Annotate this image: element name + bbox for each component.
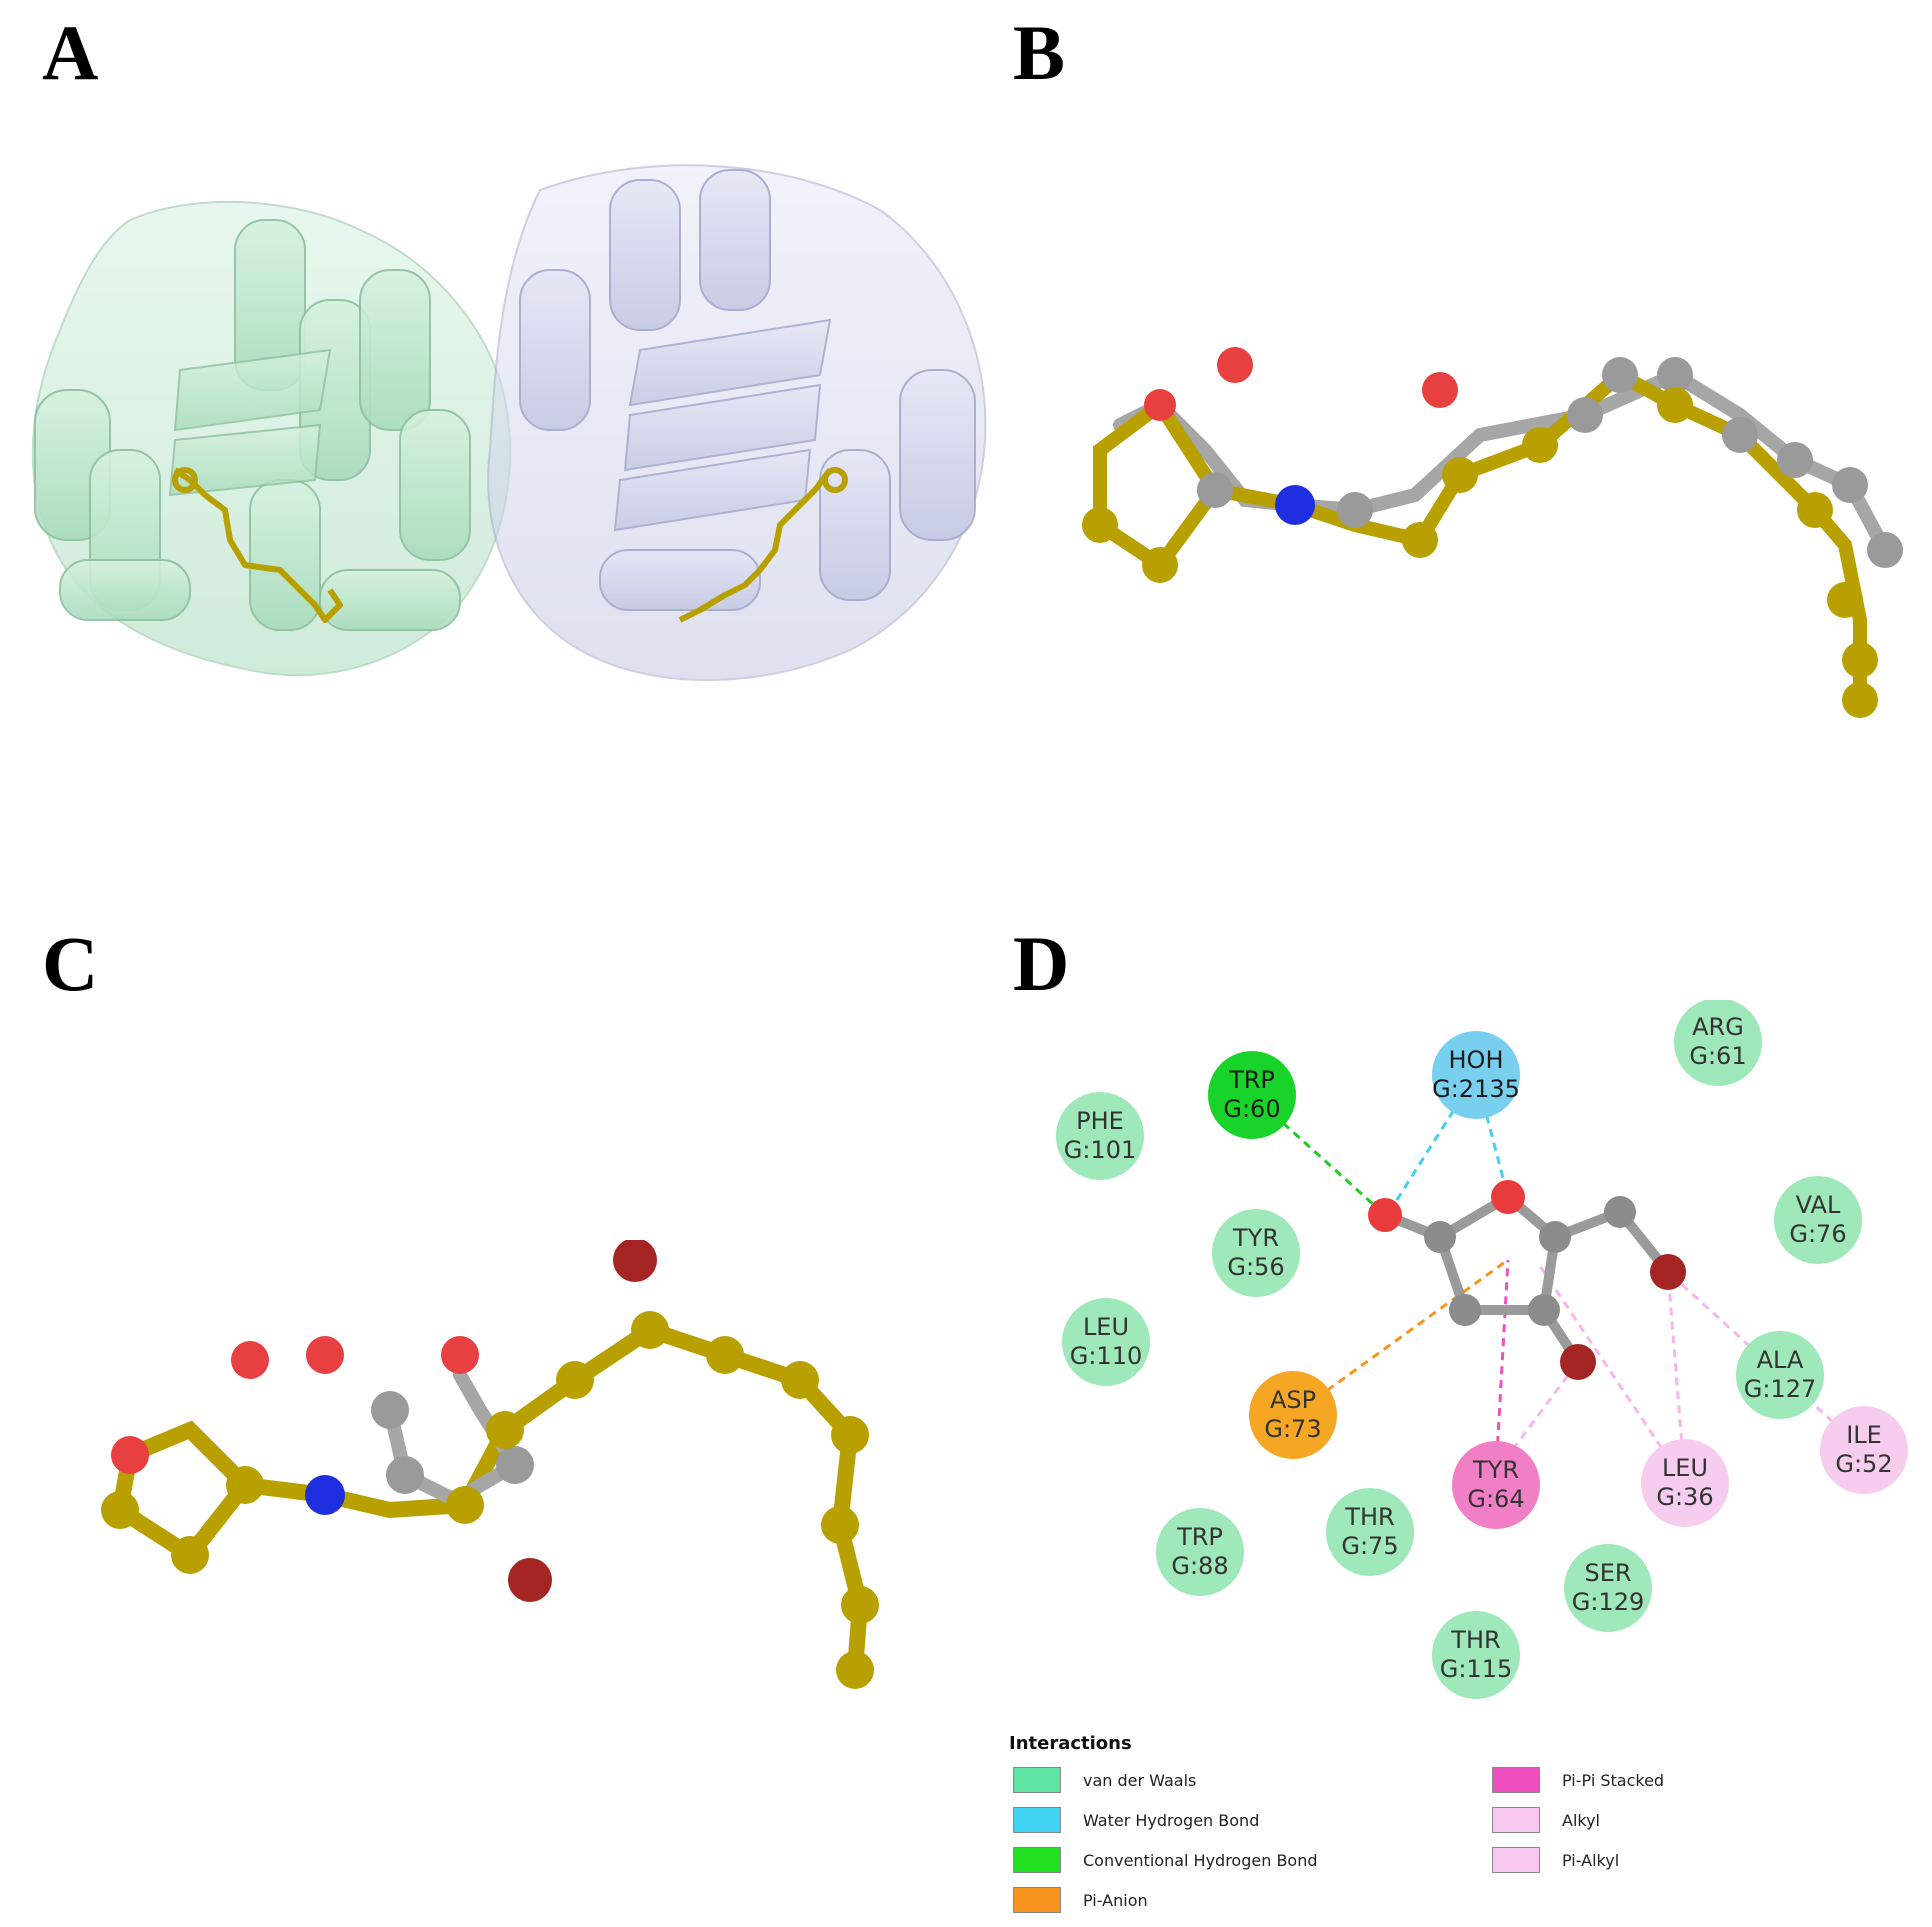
residue-id: G:110 bbox=[1070, 1342, 1143, 1370]
interaction-2d-diagram: TRP G:60 HOH G:2135 ARG G:61 PHE G:101 V… bbox=[1056, 1000, 1908, 1699]
atoms bbox=[1082, 347, 1903, 718]
residue-id: G:115 bbox=[1440, 1655, 1513, 1683]
legend-label: Water Hydrogen Bond bbox=[1083, 1810, 1260, 1830]
legend-swatch bbox=[1492, 1847, 1540, 1873]
residue-asp73: ASP G:73 bbox=[1249, 1371, 1337, 1459]
legend-label: Pi-Anion bbox=[1083, 1890, 1148, 1910]
legend-label: Pi-Pi Stacked bbox=[1562, 1770, 1665, 1790]
legend-label: Pi-Alkyl bbox=[1562, 1850, 1620, 1870]
legend-label: Conventional Hydrogen Bond bbox=[1083, 1850, 1318, 1870]
panel-a-label: A bbox=[42, 9, 99, 96]
chain-b-cartoon bbox=[487, 164, 987, 681]
residue-name: ILE bbox=[1846, 1421, 1882, 1449]
legend-label: van der Waals bbox=[1083, 1770, 1197, 1790]
residue-name: ARG bbox=[1692, 1013, 1744, 1041]
residue-id: G:76 bbox=[1789, 1220, 1846, 1248]
legend-swatch bbox=[1013, 1767, 1061, 1793]
residue-ser129: SER G:129 bbox=[1564, 1544, 1652, 1632]
residue-name: TYR bbox=[1232, 1224, 1279, 1252]
legend-item-pi-anion: Pi-Anion bbox=[1013, 1885, 1148, 1915]
panel-b-label: B bbox=[1013, 9, 1066, 96]
residue-ile52: ILE G:52 bbox=[1820, 1406, 1908, 1494]
residue-id: G:64 bbox=[1467, 1485, 1524, 1513]
legend-swatch bbox=[1013, 1847, 1061, 1873]
residue-trp60: TRP G:60 bbox=[1208, 1051, 1296, 1139]
ligand-comparison-3d bbox=[101, 1240, 879, 1689]
legend-title: Interactions bbox=[1009, 1733, 1132, 1754]
residue-id: G:127 bbox=[1744, 1375, 1817, 1403]
residue-thr75: THR G:75 bbox=[1326, 1488, 1414, 1576]
legend-item-pi-pi-stacked: Pi-Pi Stacked bbox=[1492, 1765, 1664, 1795]
residue-id: G:61 bbox=[1689, 1042, 1746, 1070]
residue-name: PHE bbox=[1076, 1107, 1124, 1135]
ligand-overlay-3d bbox=[1082, 347, 1903, 718]
residue-name: ASP bbox=[1270, 1386, 1316, 1414]
residue-name: VAL bbox=[1796, 1191, 1841, 1219]
legend-item-vdw: van der Waals bbox=[1013, 1765, 1196, 1795]
legend-swatch bbox=[1492, 1767, 1540, 1793]
residue-leu36: LEU G:36 bbox=[1641, 1439, 1729, 1527]
residue-name: TRP bbox=[1228, 1066, 1275, 1094]
residue-name: HOH bbox=[1449, 1046, 1504, 1074]
residue-phe101: PHE G:101 bbox=[1056, 1092, 1144, 1180]
residue-id: G:52 bbox=[1835, 1450, 1892, 1478]
legend-item-conventional-hbond: Conventional Hydrogen Bond bbox=[1013, 1845, 1318, 1875]
gold-ligand-sticks-c bbox=[112, 1321, 869, 1678]
interaction-lines bbox=[1250, 1074, 1866, 1484]
residue-tyr64: TYR G:64 bbox=[1452, 1441, 1540, 1529]
residue-val76: VAL G:76 bbox=[1774, 1176, 1862, 1264]
interactions-legend: Interactions van der Waals Water Hydroge… bbox=[1005, 1725, 1905, 1920]
legend-swatch bbox=[1013, 1807, 1061, 1833]
residue-thr115: THR G:115 bbox=[1432, 1611, 1520, 1699]
ligand-chain-a bbox=[172, 467, 343, 623]
chain-a-cartoon bbox=[31, 200, 511, 677]
residue-hoh2135: HOH G:2135 bbox=[1432, 1031, 1520, 1119]
residue-leu110: LEU G:110 bbox=[1062, 1298, 1150, 1386]
residue-name: THR bbox=[1450, 1626, 1500, 1654]
legend-item-water-hbond: Water Hydrogen Bond bbox=[1013, 1805, 1259, 1835]
legend-swatch bbox=[1492, 1807, 1540, 1833]
residue-trp88: TRP G:88 bbox=[1156, 1508, 1244, 1596]
atoms-c bbox=[101, 1240, 879, 1689]
legend-label: Alkyl bbox=[1562, 1810, 1600, 1830]
residue-id: G:36 bbox=[1656, 1483, 1713, 1511]
residue-id: G:88 bbox=[1171, 1552, 1228, 1580]
residue-id: G:75 bbox=[1341, 1532, 1398, 1560]
residue-name: LEU bbox=[1662, 1454, 1708, 1482]
legend-item-alkyl: Alkyl bbox=[1492, 1805, 1600, 1835]
residue-name: LEU bbox=[1083, 1313, 1129, 1341]
residue-name: SER bbox=[1584, 1559, 1631, 1587]
panel-c-label: C bbox=[42, 920, 99, 1007]
residue-id: G:2135 bbox=[1432, 1075, 1520, 1103]
panel-d-label: D bbox=[1013, 920, 1070, 1007]
ligand-2d bbox=[1368, 1180, 1686, 1380]
residue-id: G:56 bbox=[1227, 1253, 1284, 1281]
residue-name: THR bbox=[1344, 1503, 1394, 1531]
protein-dimer-structure bbox=[31, 164, 987, 681]
legend-swatch bbox=[1013, 1887, 1061, 1913]
residue-id: G:101 bbox=[1064, 1136, 1137, 1164]
residue-name: TRP bbox=[1176, 1523, 1223, 1551]
residue-tyr56: TYR G:56 bbox=[1212, 1209, 1300, 1297]
ligand-chain-b bbox=[678, 467, 848, 623]
residue-name: TYR bbox=[1472, 1456, 1519, 1484]
residue-id: G:129 bbox=[1572, 1588, 1645, 1616]
residue-ala127: ALA G:127 bbox=[1736, 1331, 1824, 1419]
residue-arg61: ARG G:61 bbox=[1674, 1000, 1762, 1086]
residue-id: G:73 bbox=[1264, 1415, 1321, 1443]
residue-name: ALA bbox=[1757, 1346, 1804, 1374]
residue-nodes: TRP G:60 HOH G:2135 ARG G:61 PHE G:101 V… bbox=[1056, 1000, 1908, 1699]
residue-id: G:60 bbox=[1223, 1095, 1280, 1123]
legend-item-pi-alkyl: Pi-Alkyl bbox=[1492, 1845, 1619, 1875]
